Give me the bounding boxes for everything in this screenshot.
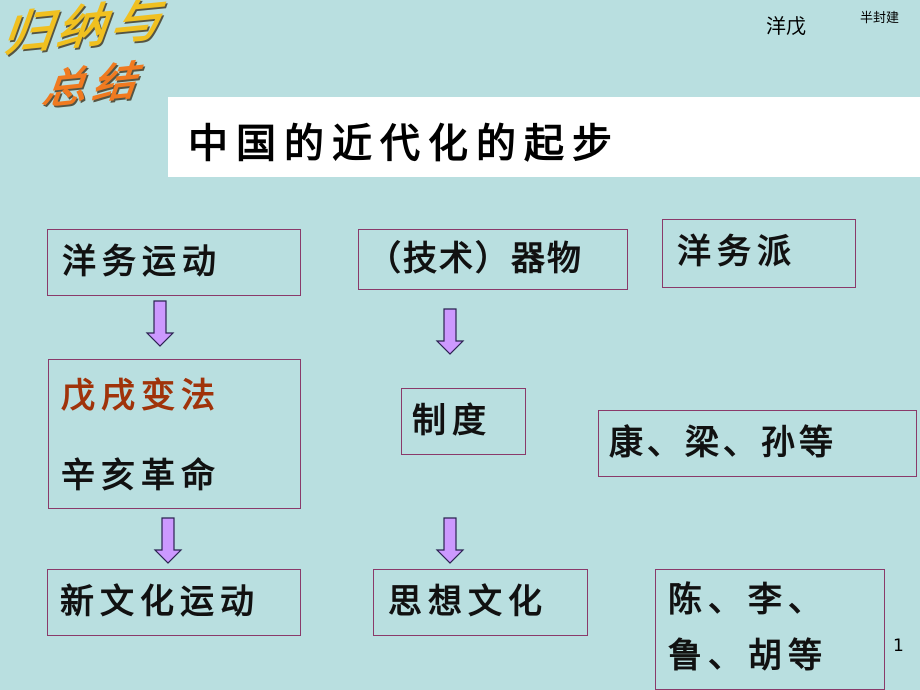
logo-line2: 总结 <box>37 55 156 114</box>
box-artifacts: （技术）器物 <box>358 229 628 290</box>
header-note-right: 半封建 <box>860 11 900 26</box>
box-ideology-culture: 思想文化 <box>373 569 588 636</box>
box-yangwu-faction: 洋务派 <box>662 219 856 288</box>
box-label: 康、梁、孙等 <box>609 423 837 463</box>
box-new-culture: 新文化运动 <box>47 569 301 636</box>
down-arrow-icon <box>153 517 183 564</box>
box-label: 陈、李、 <box>668 580 828 620</box>
down-arrow-icon <box>145 300 175 347</box>
box-kang-liang-sun: 康、梁、孙等 <box>598 410 917 477</box>
page-title: 中国的近代化的起步 <box>188 121 620 167</box>
box-reform-revolution: 戊戌变法 辛亥革命 <box>48 359 301 509</box>
down-arrow-icon <box>435 308 465 355</box>
logo-line1: 归纳与 <box>0 0 180 64</box>
box-label: 洋务派 <box>677 232 797 272</box>
box-label-highlight: 戊戌变法 <box>61 376 221 416</box>
box-label: 制度 <box>412 401 492 441</box>
box-yangwu-movement: 洋务运动 <box>47 229 301 296</box>
box-chen-li-lu-hu: 陈、李、 鲁、胡等 <box>655 569 885 690</box>
title-box: 中国的近代化的起步 <box>168 97 920 177</box>
down-arrow-icon <box>435 517 465 564</box>
box-label: 洋务运动 <box>62 242 222 282</box>
box-label: 辛亥革命 <box>61 456 221 496</box>
box-institution: 制度 <box>401 388 526 455</box>
box-label: （技术）器物 <box>367 239 583 279</box>
page-number: 1 <box>893 636 904 656</box>
box-label: 鲁、胡等 <box>668 636 828 676</box>
box-label: 思想文化 <box>388 582 548 622</box>
header-note-left: 洋戊 <box>766 14 806 38</box>
box-label: 新文化运动 <box>60 582 260 622</box>
